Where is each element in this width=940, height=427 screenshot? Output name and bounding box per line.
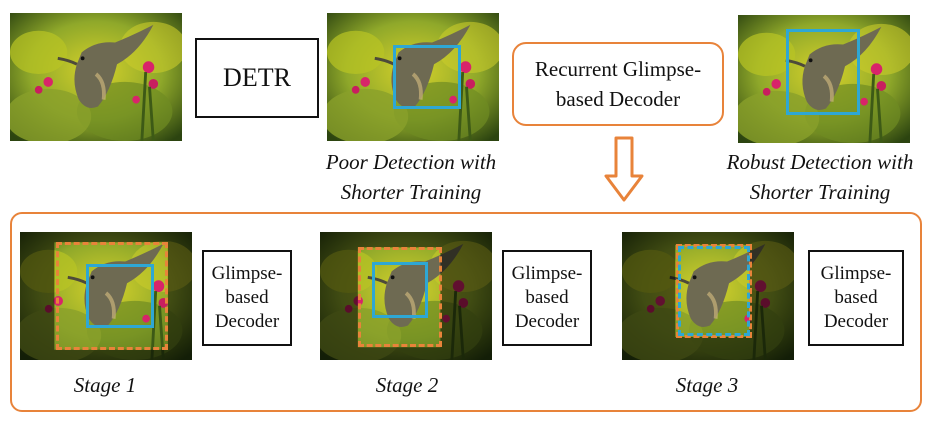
robust-detection-caption: Robust Detection with Shorter Training bbox=[726, 150, 914, 204]
input-image bbox=[10, 13, 182, 141]
stage-2-label: Stage 2 bbox=[375, 373, 439, 397]
stage-3-blue-box bbox=[678, 246, 750, 336]
stage-2-blue-box bbox=[372, 262, 428, 318]
detr-box: DETR bbox=[195, 38, 319, 118]
stage-1-label: Stage 1 bbox=[73, 373, 137, 397]
stage-3-image bbox=[622, 232, 794, 360]
poor-detection-image bbox=[327, 13, 499, 141]
stage-1-orange-box bbox=[56, 242, 168, 350]
poor-detection-caption: Poor Detection with Shorter Training bbox=[325, 150, 497, 204]
stage-2-orange-box bbox=[358, 247, 442, 347]
stage-3-orange-box bbox=[676, 244, 752, 338]
robust-detection-box bbox=[786, 29, 860, 115]
stage-3-decoder-label: Glimpse-based Decoder bbox=[820, 263, 892, 332]
stage-2-image bbox=[320, 232, 492, 360]
stage-1-blue-box bbox=[86, 264, 154, 328]
recurrent-decoder-box: Recurrent Glimpse-based Decoder bbox=[512, 42, 724, 126]
stages-panel bbox=[10, 212, 922, 412]
robust-detection-image bbox=[738, 15, 910, 143]
stage-2-decoder-box: Glimpse-based Decoder bbox=[502, 250, 592, 346]
stage-1-image bbox=[20, 232, 192, 360]
recurrent-decoder-label: Recurrent Glimpse-based Decoder bbox=[534, 57, 702, 111]
stage-3-decoder-box: Glimpse-based Decoder bbox=[808, 250, 904, 346]
poor-detection-box bbox=[393, 45, 461, 109]
down-arrow-icon bbox=[604, 136, 644, 202]
stage-3-label: Stage 3 bbox=[675, 373, 739, 397]
stage-1-decoder-box: Glimpse-based Decoder bbox=[202, 250, 292, 346]
stage-2-decoder-label: Glimpse-based Decoder bbox=[511, 263, 583, 332]
detr-label: DETR bbox=[223, 63, 291, 92]
stage-1-decoder-label: Glimpse-based Decoder bbox=[211, 263, 283, 332]
